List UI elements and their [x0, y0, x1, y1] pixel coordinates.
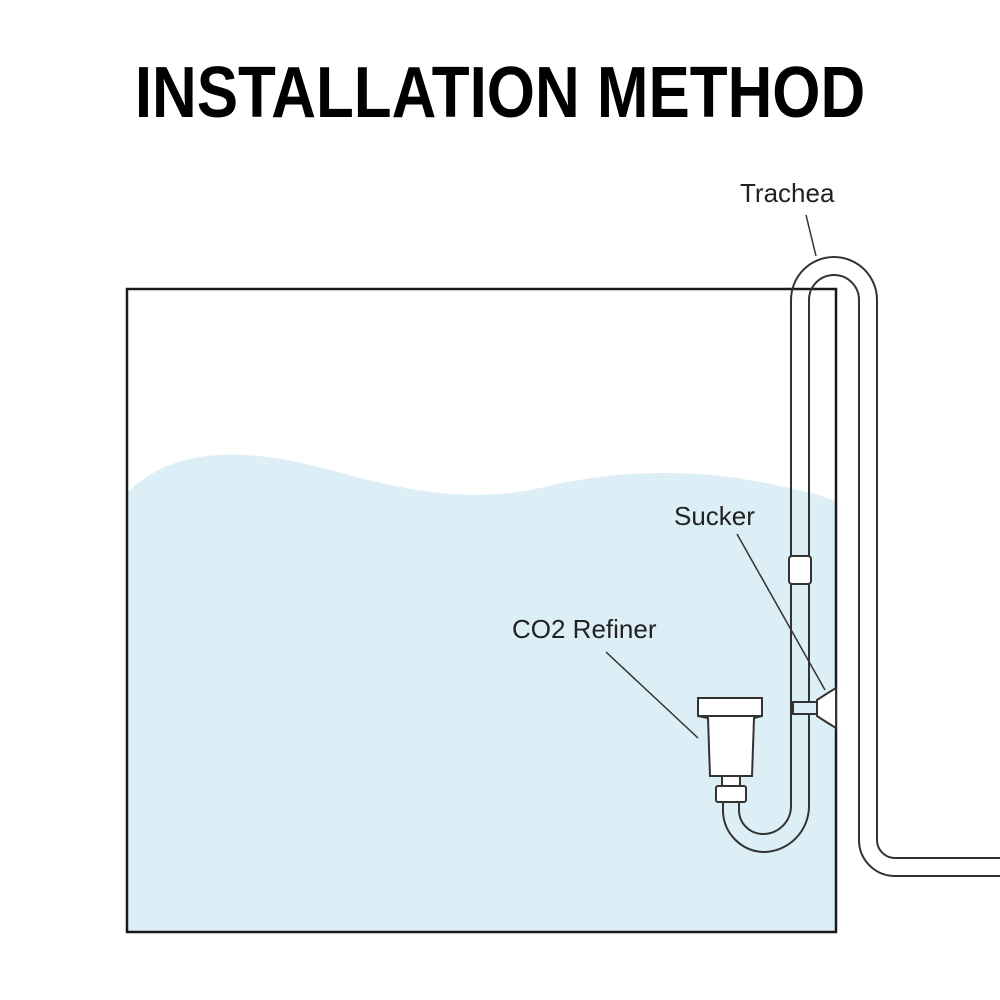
- trachea-tube-outer: [790, 256, 1000, 859]
- water-body: [128, 454, 836, 932]
- sucker-stem: [792, 701, 818, 715]
- trachea-label: Trachea: [740, 178, 835, 208]
- sucker-label: Sucker: [674, 501, 755, 531]
- trachea-tube-inner: [808, 274, 1000, 877]
- sucker-leader-line: [736, 533, 826, 691]
- co2-refiner-label: CO2 Refiner: [512, 614, 657, 644]
- co2-refiner-leader-line: [605, 651, 699, 739]
- u-tube-full-outer: [722, 584, 810, 854]
- tube-connector: [788, 555, 812, 585]
- co2-refiner-nozzle: [721, 775, 741, 787]
- sucker-cup: [816, 686, 837, 730]
- u-tube-inner: [738, 584, 792, 836]
- co2-refiner-base: [715, 785, 747, 803]
- aquarium-tank: [125, 287, 838, 934]
- page-title: INSTALLATION METHOD: [134, 53, 866, 133]
- trachea-leader-line: [805, 214, 817, 257]
